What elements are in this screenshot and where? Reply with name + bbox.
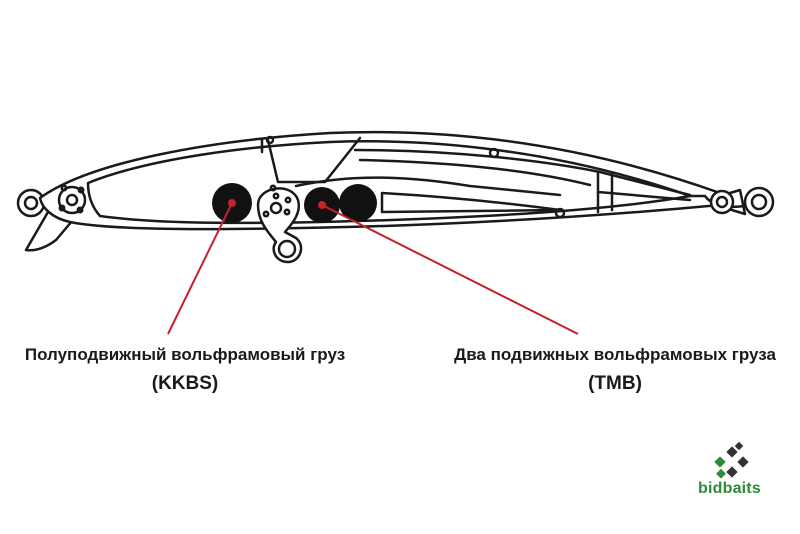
weight-channel-upper bbox=[353, 148, 692, 197]
nose-eyelet bbox=[16, 188, 46, 218]
dorsal-strut bbox=[266, 136, 362, 184]
belly-hanger-plate bbox=[256, 187, 303, 264]
kkbs-code-label: (KKBS) bbox=[151, 373, 219, 394]
lure-body-outline bbox=[38, 130, 722, 231]
kkbs-weight-label: Полуподвижный вольфрамовый груз bbox=[24, 345, 346, 364]
pointer-line-tmb bbox=[321, 204, 579, 335]
front-hanger bbox=[57, 185, 87, 215]
bidbaits-logo-mark bbox=[714, 441, 749, 479]
tail-eyelet bbox=[743, 186, 775, 218]
tmb-code-label: (TMB) bbox=[588, 373, 642, 394]
bidbaits-logo-text: bidbaits bbox=[698, 480, 761, 497]
tmb-weight-label: Два подвижных вольфрамовых груза bbox=[454, 345, 776, 364]
weight-rail bbox=[294, 176, 562, 197]
lure-inner-frame bbox=[86, 140, 692, 225]
weight-ball-tmb-2 bbox=[339, 184, 377, 222]
pointer-line-kkbs bbox=[167, 202, 233, 335]
